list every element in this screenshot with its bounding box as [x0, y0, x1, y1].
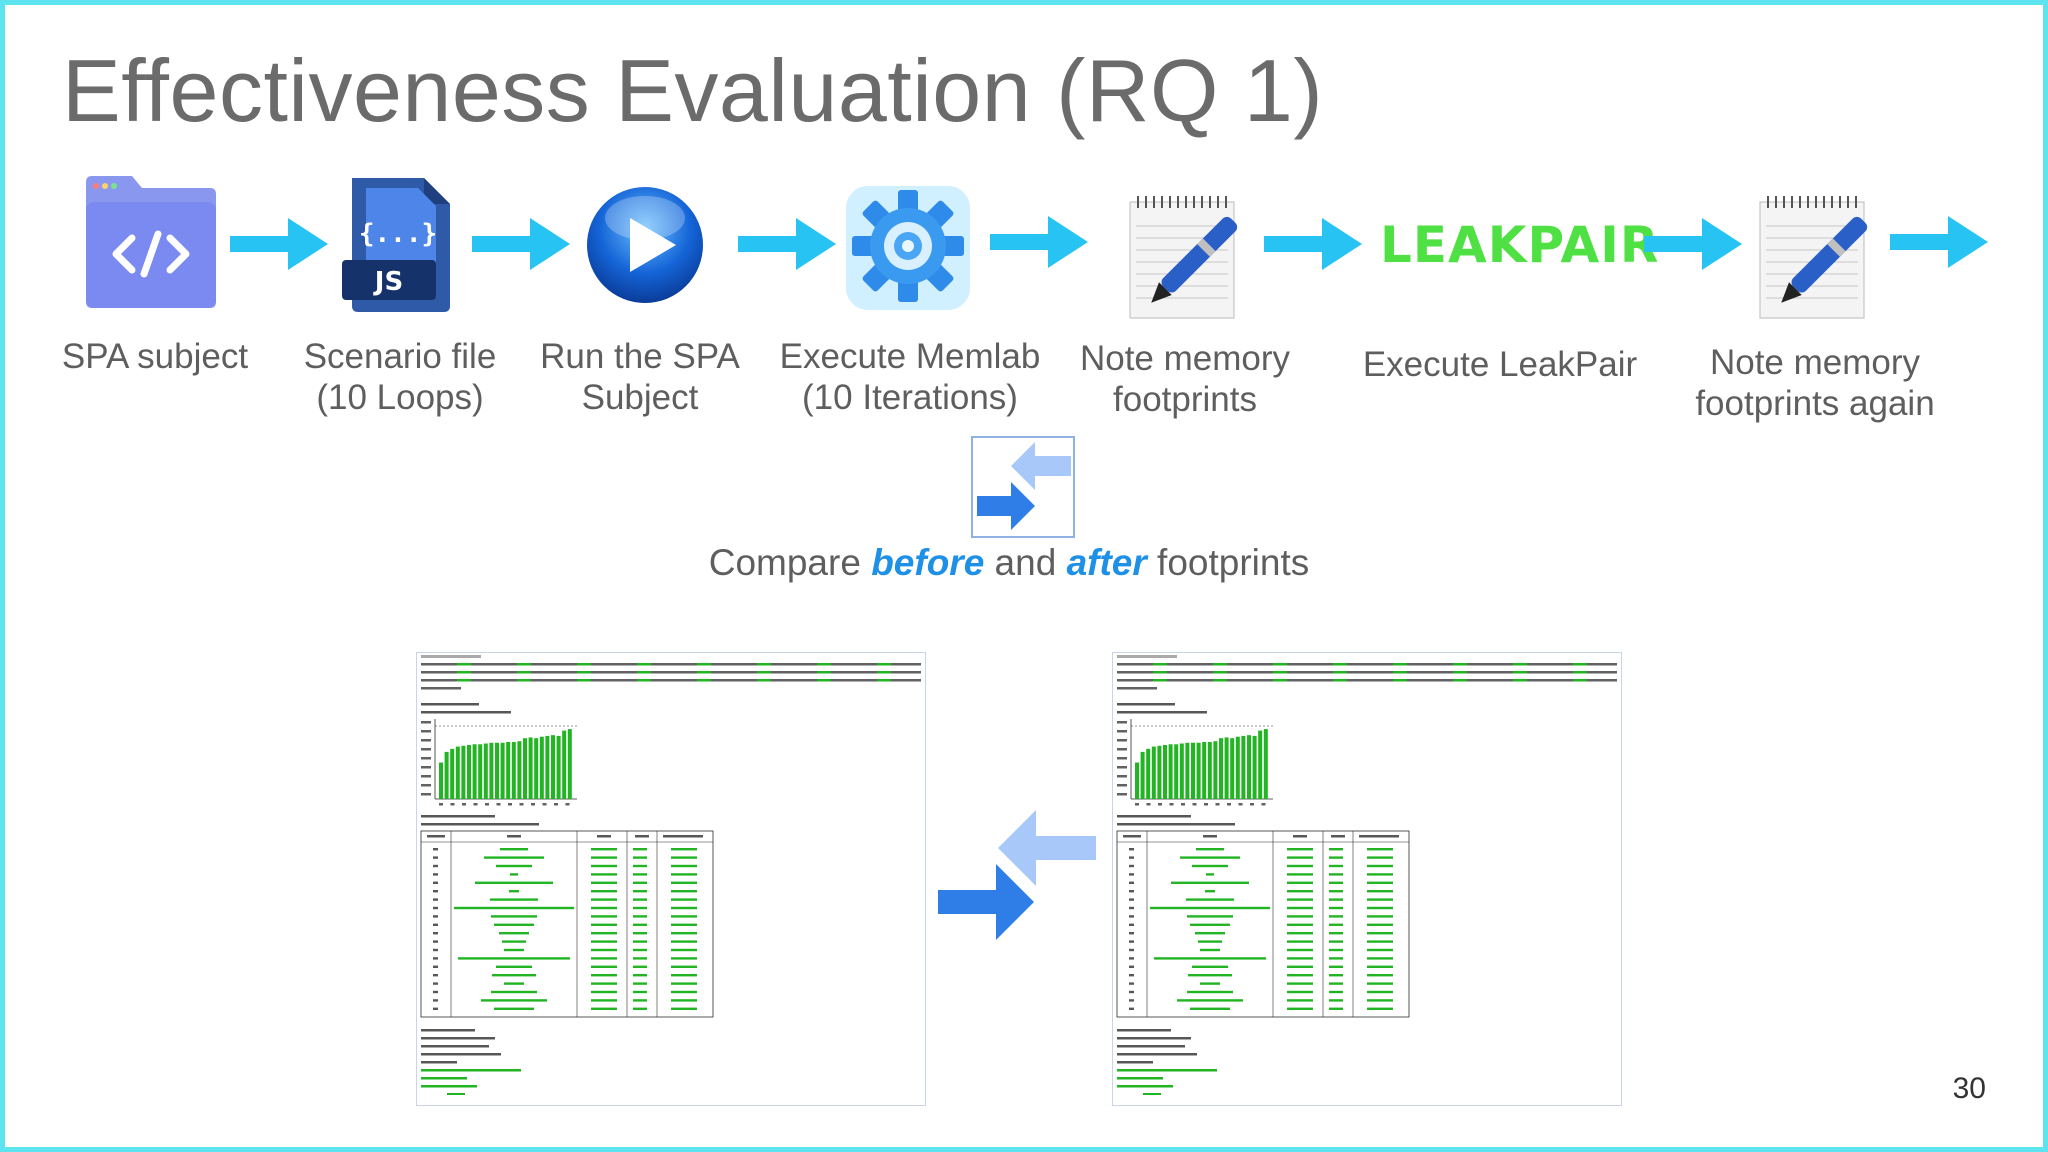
memory-bar — [1263, 729, 1268, 799]
code-folder-icon — [86, 176, 216, 308]
memory-bar — [1258, 730, 1263, 799]
memory-bar — [1247, 735, 1251, 799]
memory-bar — [483, 743, 488, 799]
svg-text:{...}: {...} — [359, 219, 437, 249]
gear-icon — [846, 186, 970, 310]
memory-bar — [1213, 741, 1218, 799]
play-button-icon — [587, 187, 703, 303]
memory-bar — [1219, 738, 1223, 799]
memory-bar — [545, 735, 550, 799]
memory-bar — [506, 742, 511, 799]
memory-bar — [528, 737, 533, 799]
notepad-pen-icon — [1759, 196, 1868, 319]
compare-swap-icon — [971, 436, 1075, 538]
memory-bar — [556, 735, 561, 799]
after-terminal-image — [1116, 655, 1617, 1095]
memory-bar — [562, 730, 567, 799]
flow-arrow-icon — [1644, 218, 1742, 270]
memory-bar — [523, 738, 527, 799]
leakpair-logo: LEAKPAIR — [1380, 216, 1660, 274]
memory-bar — [1174, 744, 1179, 799]
flow-arrow-icon — [1890, 216, 1988, 268]
step-label-run-spa: Run the SPA Subject — [540, 337, 740, 417]
memory-bar — [1252, 735, 1257, 799]
memory-bar — [1151, 746, 1156, 799]
memory-bar — [450, 748, 455, 799]
memory-bar — [1235, 736, 1240, 799]
memory-bar — [1230, 738, 1235, 799]
memory-bar — [1185, 742, 1190, 799]
memory-bar — [511, 742, 516, 799]
memory-bar — [539, 736, 544, 799]
before-screenshot — [416, 652, 926, 1106]
step-label-execute-leakpair: Execute LeakPair — [1362, 345, 1638, 384]
memory-bar — [551, 735, 555, 799]
memory-bar — [567, 729, 572, 799]
step-label-execute-memlab: Execute Memlab (10 Iterations) — [779, 337, 1041, 417]
memory-bar — [444, 751, 449, 799]
memory-bar — [472, 744, 477, 799]
flow-arrow-icon — [990, 216, 1088, 268]
memory-bar — [1241, 735, 1246, 799]
compare-before: before — [871, 542, 985, 583]
page-number: 30 — [1952, 1072, 1986, 1105]
flow-arrow-icon — [472, 218, 570, 270]
memory-bar — [500, 742, 505, 799]
memory-bar — [495, 742, 499, 799]
memory-bar — [1163, 745, 1167, 799]
swap-arrows-icon — [938, 810, 1096, 940]
compare-caption: Compare before and after footprints — [0, 542, 2048, 584]
compare-middle: and — [984, 542, 1067, 583]
memory-bar — [1168, 744, 1173, 799]
memory-bar — [1224, 737, 1229, 799]
memory-bar — [489, 742, 494, 799]
memory-bar — [534, 738, 539, 799]
flow-arrow-icon — [230, 218, 328, 270]
memory-bar — [455, 746, 460, 799]
memory-bar — [1207, 742, 1212, 799]
memory-bar — [1135, 762, 1139, 799]
step-label-scenario-file: Scenario file (10 Loops) — [303, 337, 497, 417]
svg-text:JS: JS — [373, 267, 403, 297]
flow-arrow-icon — [1264, 218, 1362, 270]
memory-bar — [1146, 748, 1151, 799]
step-label-spa-subject: SPA subject — [61, 337, 249, 376]
memory-bar — [517, 741, 522, 799]
after-screenshot — [1112, 652, 1622, 1106]
memory-bar — [1202, 742, 1207, 799]
memory-bar — [478, 744, 483, 799]
flow-arrow-icon — [738, 218, 836, 270]
memory-bar — [1179, 743, 1184, 799]
compare-suffix: footprints — [1146, 542, 1310, 583]
memory-bar — [1196, 742, 1201, 799]
step-label-note-footprints: Note memory footprints — [1079, 339, 1291, 419]
memory-bar — [1191, 742, 1195, 799]
memory-bar — [439, 762, 443, 799]
compare-after: after — [1066, 542, 1147, 583]
js-file-icon: {...} JS — [342, 178, 450, 312]
memory-bar — [1157, 745, 1162, 799]
compare-prefix: Compare — [708, 542, 872, 583]
memory-bar — [1140, 751, 1145, 799]
slide-title: Effectiveness Evaluation (RQ 1) — [62, 41, 1324, 140]
memory-bar — [461, 745, 466, 799]
step-label-note-footprints-again: Note memory footprints again — [1695, 343, 1935, 423]
notepad-pen-icon — [1129, 196, 1238, 319]
memory-bar — [467, 745, 471, 799]
before-terminal-image — [420, 655, 921, 1095]
